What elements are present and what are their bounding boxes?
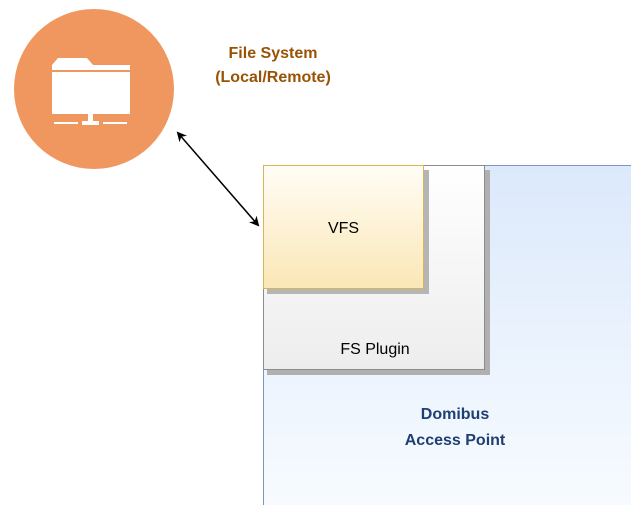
folder-network-icon	[14, 9, 174, 169]
bidirectional-arrow	[176, 131, 260, 227]
access-point-label: Domibus Access Point	[404, 406, 506, 449]
vfs-box	[263, 165, 424, 289]
file-system-node	[14, 9, 174, 169]
fs-plugin-label: FS Plugin	[340, 341, 410, 358]
connector-line	[176, 131, 260, 227]
file-system-label: File System (Local/Remote)	[215, 45, 331, 86]
vfs-label: VFS	[327, 220, 360, 237]
